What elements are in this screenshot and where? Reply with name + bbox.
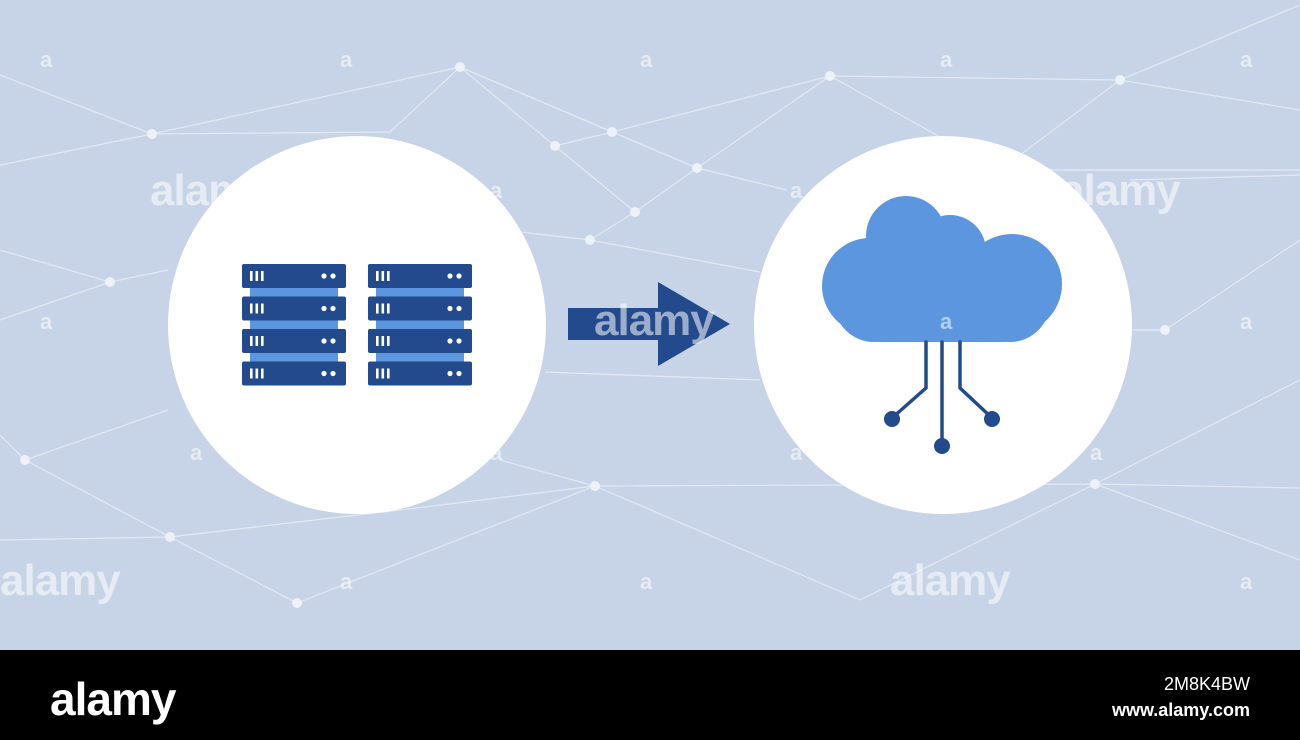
watermark-letter: a bbox=[1240, 309, 1252, 334]
server-unit bbox=[368, 329, 472, 362]
watermark-letter: a bbox=[40, 47, 52, 72]
server-unit bbox=[242, 264, 346, 297]
server-unit bbox=[242, 296, 346, 329]
watermark-letter: a bbox=[640, 569, 652, 594]
network-background bbox=[0, 4, 1300, 608]
watermark-text: alamy bbox=[890, 556, 1011, 605]
server-unit bbox=[242, 329, 346, 362]
watermark-letter: a bbox=[490, 178, 502, 203]
server-unit bbox=[368, 296, 472, 329]
server-unit bbox=[368, 361, 472, 386]
watermark-text: alamy bbox=[1060, 166, 1181, 215]
watermark-letter: a bbox=[1240, 47, 1252, 72]
cloud-computing-icon bbox=[822, 196, 1062, 454]
watermark-letter: a bbox=[1090, 440, 1102, 465]
watermark-letter: a bbox=[940, 309, 952, 334]
servers-circle bbox=[168, 136, 546, 514]
arrow-right-icon bbox=[568, 282, 730, 366]
watermark-letter: a bbox=[1240, 569, 1252, 594]
watermark-letter: a bbox=[340, 569, 352, 594]
watermark-letter: a bbox=[940, 47, 952, 72]
watermark-text: alamy bbox=[0, 556, 121, 605]
cloud-circle bbox=[754, 136, 1132, 514]
server-rack-icon bbox=[242, 264, 472, 386]
footer-bar: alamy 2M8K4BW www.alamy.com bbox=[0, 650, 1300, 740]
watermark-text: alamy bbox=[594, 296, 715, 345]
image-id: 2M8K4BW bbox=[1163, 674, 1250, 694]
watermark-letter: a bbox=[490, 440, 502, 465]
watermark-letter: a bbox=[640, 47, 652, 72]
alamy-logo: alamy bbox=[50, 673, 176, 725]
watermark-letter: a bbox=[190, 440, 202, 465]
watermark-letter: a bbox=[340, 47, 352, 72]
server-unit bbox=[368, 264, 472, 297]
watermark-text: alamy bbox=[150, 166, 271, 215]
illustration-canvas: a a a a a alamy a a alamy a alamy a a a … bbox=[0, 4, 1300, 608]
server-unit bbox=[242, 361, 346, 386]
watermark-letter: a bbox=[790, 178, 802, 203]
site-url: www.alamy.com bbox=[1111, 700, 1250, 720]
watermark-letter: a bbox=[790, 440, 802, 465]
watermark-letter: a bbox=[40, 309, 52, 334]
